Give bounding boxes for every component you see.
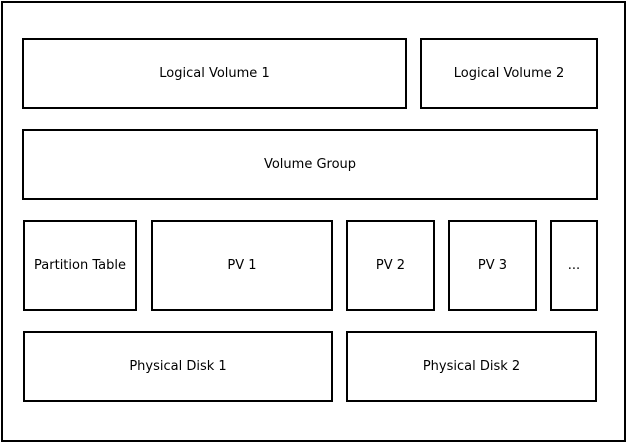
logical-volume-2-box: Logical Volume 2 [420,38,598,109]
pv-more-label: ... [567,258,581,273]
partition-table-label: Partition Table [34,258,126,273]
physical-disk-1-box: Physical Disk 1 [23,331,333,402]
logical-volume-1-box: Logical Volume 1 [22,38,407,109]
physical-disk-2-box: Physical Disk 2 [346,331,597,402]
pv-1-label: PV 1 [227,258,257,273]
pv-1-box: PV 1 [151,220,333,311]
physical-disk-1-label: Physical Disk 1 [129,359,227,374]
pv-more-box: ... [550,220,598,311]
volume-group-box: Volume Group [22,129,598,200]
pv-3-box: PV 3 [448,220,537,311]
logical-volume-1-label: Logical Volume 1 [159,66,270,81]
partition-table-box: Partition Table [23,220,137,311]
pv-2-box: PV 2 [346,220,435,311]
logical-volume-2-label: Logical Volume 2 [453,66,565,81]
volume-group-label: Volume Group [263,157,357,172]
physical-disk-2-label: Physical Disk 2 [422,359,521,374]
pv-3-label: PV 3 [477,258,508,273]
pv-2-label: PV 2 [375,258,406,273]
